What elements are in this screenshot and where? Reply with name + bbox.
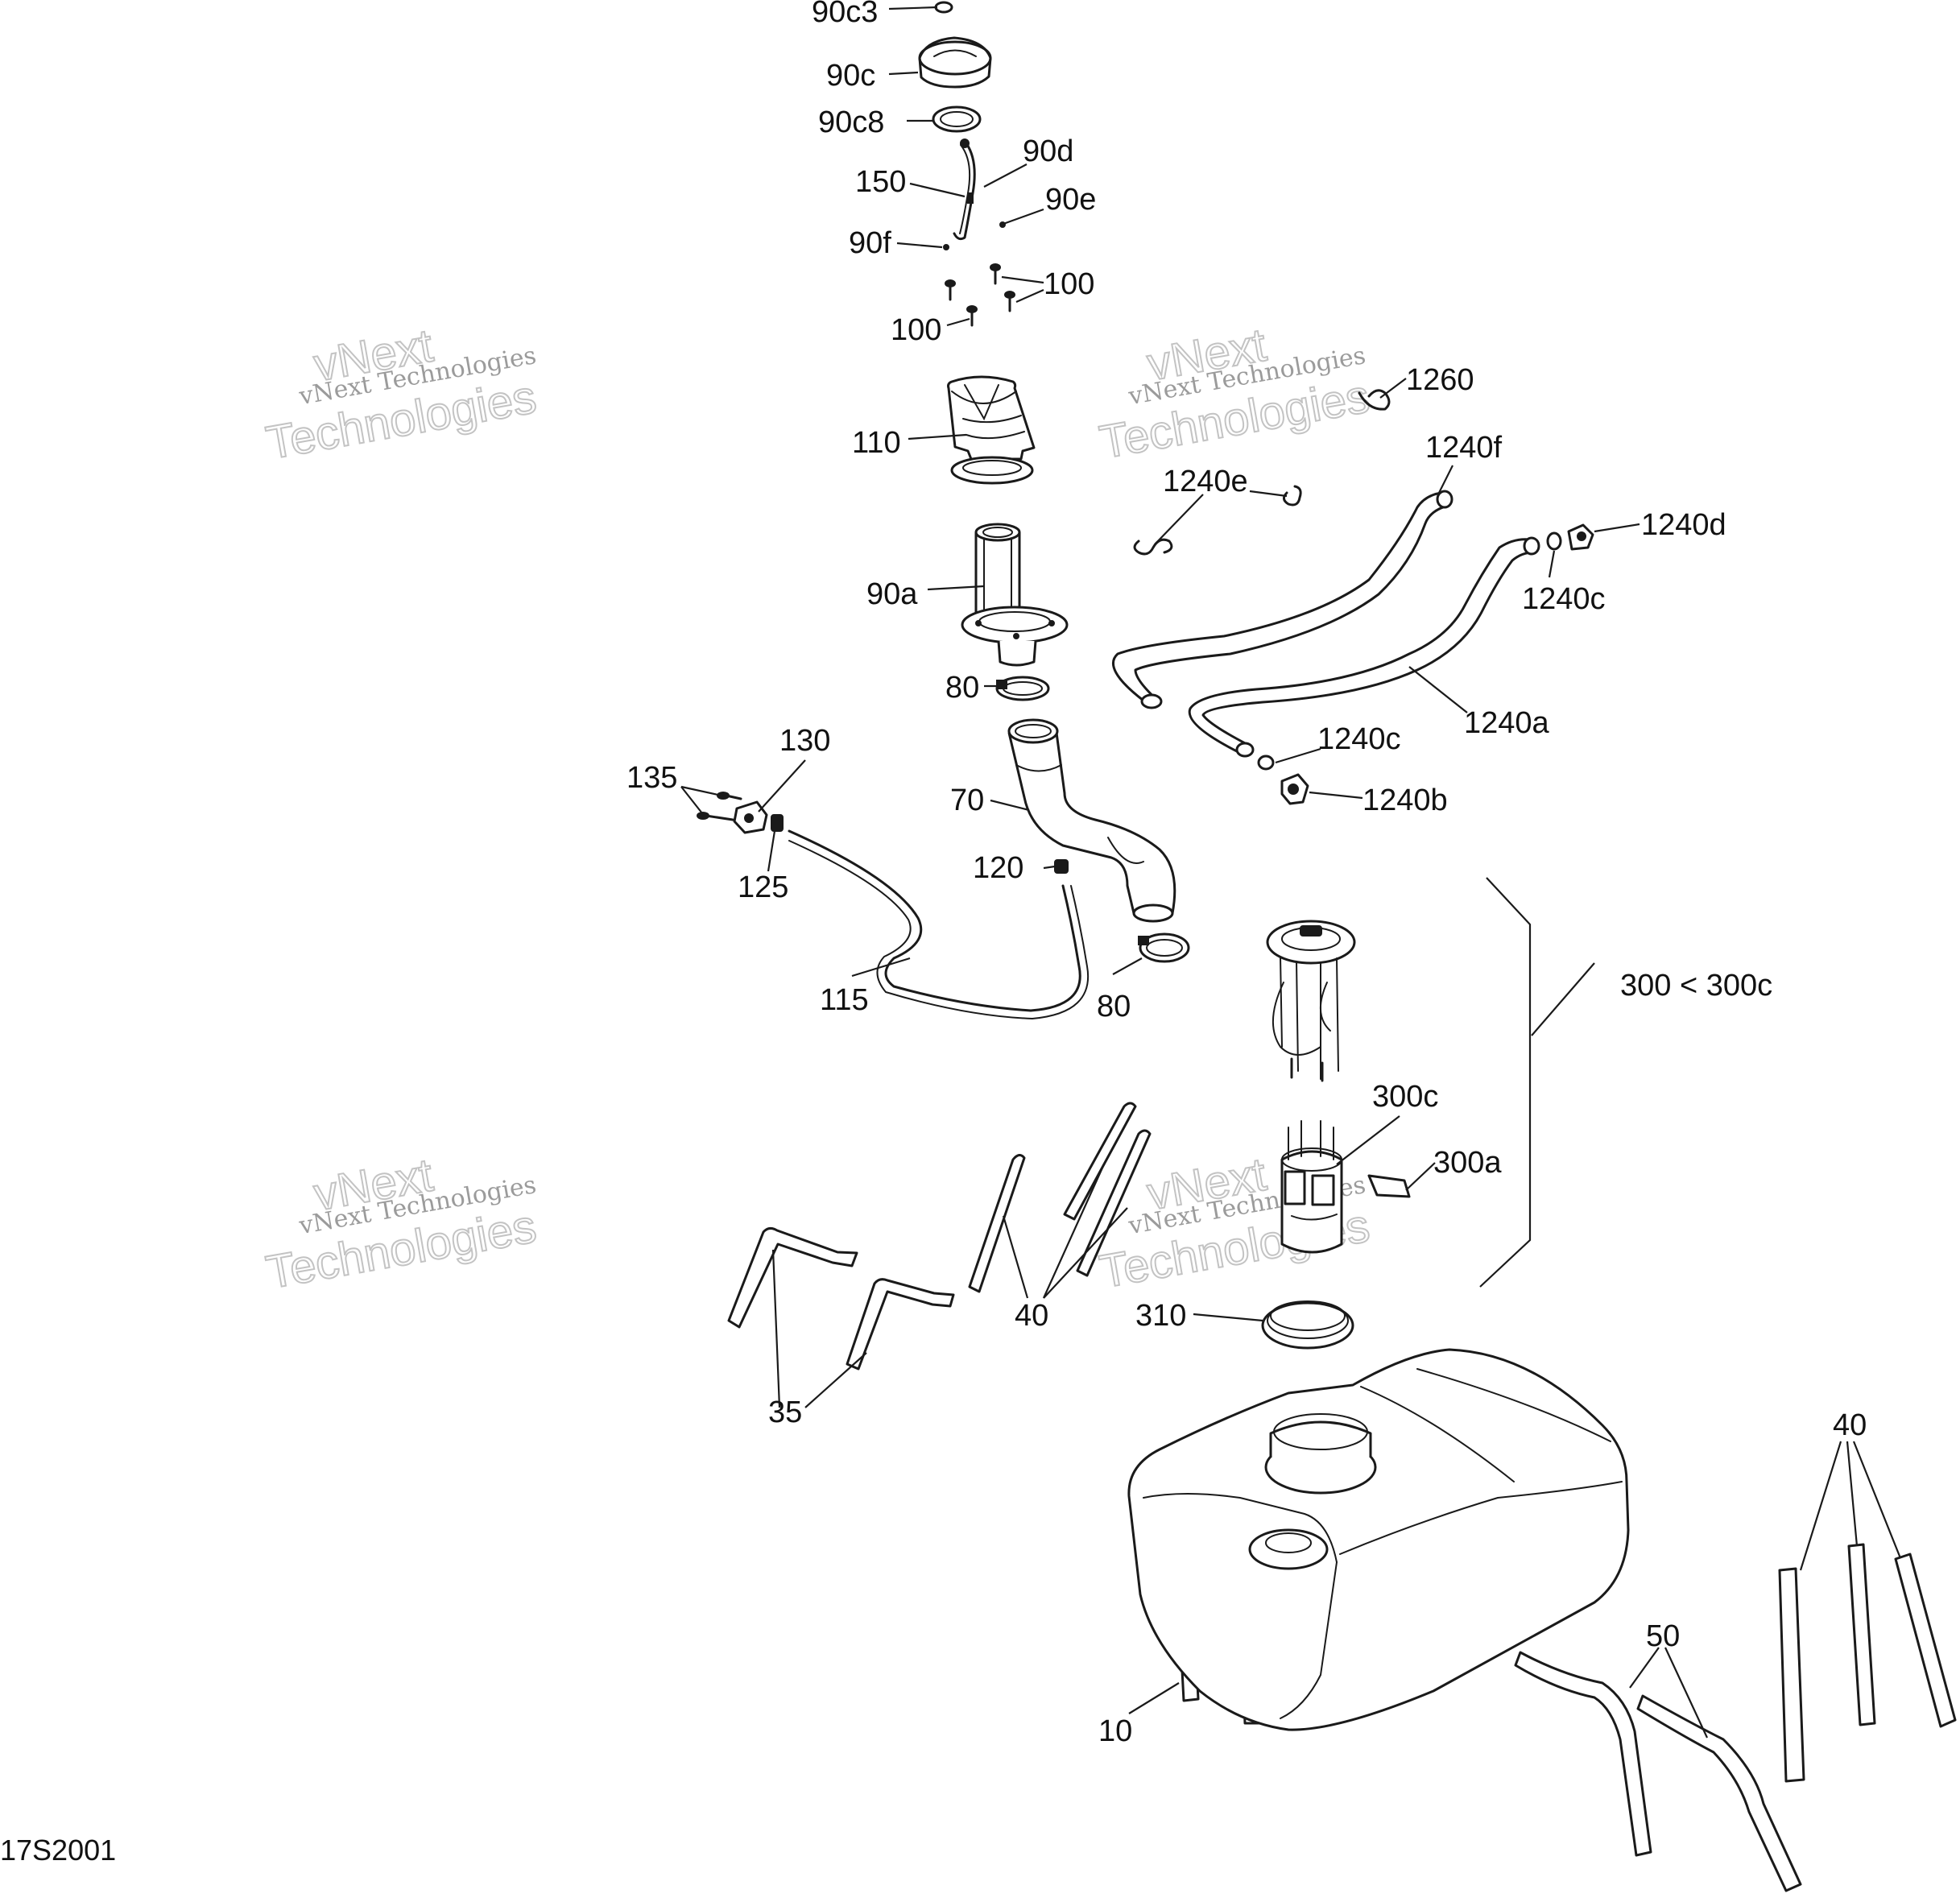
label-40-right: 40 bbox=[1833, 1408, 1867, 1442]
label-80-upper: 80 bbox=[945, 671, 979, 705]
part-80-clamp-lower bbox=[1138, 932, 1190, 963]
part-1260-clip bbox=[1358, 389, 1391, 411]
part-1240e-clips bbox=[1133, 485, 1302, 556]
part-300a-filter bbox=[1367, 1174, 1411, 1198]
label-1240a: 1240a bbox=[1464, 706, 1550, 740]
label-80-lower: 80 bbox=[1097, 990, 1131, 1023]
part-310-ring bbox=[1261, 1300, 1354, 1350]
part-50-strap-1 bbox=[1514, 1651, 1652, 1857]
label-1240b: 1240b bbox=[1362, 784, 1448, 817]
part-125-fitting bbox=[771, 814, 784, 832]
label-135: 135 bbox=[626, 761, 677, 795]
part-1240d-fitting bbox=[1567, 523, 1594, 551]
part-150-clip bbox=[967, 192, 974, 204]
label-70: 70 bbox=[950, 784, 984, 817]
label-1240d: 1240d bbox=[1641, 508, 1726, 542]
part-90c-cap bbox=[918, 36, 992, 89]
label-1240e: 1240e bbox=[1163, 465, 1248, 498]
label-90c3: 90c3 bbox=[812, 0, 878, 29]
part-130-vent-valve bbox=[733, 800, 768, 834]
part-35-strap-2 bbox=[846, 1278, 955, 1371]
label-90e: 90e bbox=[1045, 183, 1096, 217]
part-115-vent-hose bbox=[788, 829, 1090, 1020]
part-1240a-hose bbox=[1188, 536, 1540, 758]
label-150: 150 bbox=[855, 165, 906, 199]
label-10: 10 bbox=[1098, 1714, 1132, 1748]
part-40-strap-mid-1 bbox=[968, 1154, 1026, 1293]
label-90c8: 90c8 bbox=[818, 105, 884, 139]
part-90f-pin bbox=[943, 244, 949, 250]
label-90c: 90c bbox=[826, 59, 875, 93]
part-1240b-fitting bbox=[1280, 773, 1309, 805]
part-1240c-clamp-mid bbox=[1257, 755, 1275, 771]
part-35-strap-1 bbox=[727, 1226, 858, 1329]
label-100-left: 100 bbox=[891, 313, 941, 347]
part-90d-tether bbox=[953, 139, 976, 241]
leader-lines bbox=[680, 6, 1902, 1739]
label-120: 120 bbox=[973, 851, 1023, 885]
part-90c3-screw bbox=[934, 1, 953, 14]
label-100-right: 100 bbox=[1044, 267, 1094, 301]
label-1240c-top: 1240c bbox=[1522, 582, 1606, 616]
part-110-filler-housing bbox=[947, 375, 1036, 485]
label-50: 50 bbox=[1646, 1619, 1680, 1653]
label-1240f: 1240f bbox=[1425, 431, 1503, 465]
part-50-strap-2 bbox=[1636, 1694, 1802, 1892]
label-90f: 90f bbox=[849, 226, 891, 260]
part-90a-filler-tube bbox=[961, 523, 1069, 667]
label-1260: 1260 bbox=[1406, 363, 1474, 397]
label-40-mid: 40 bbox=[1015, 1299, 1048, 1333]
label-115: 115 bbox=[820, 983, 869, 1017]
label-110: 110 bbox=[852, 426, 901, 460]
part-90c8-gasket bbox=[932, 105, 982, 133]
diagram-reference-code: 17S2001 bbox=[0, 1834, 116, 1867]
part-40-strap-mid-3 bbox=[1076, 1129, 1152, 1277]
part-300-fuel-pump bbox=[1266, 920, 1356, 1082]
part-300c-pump-body bbox=[1280, 1120, 1343, 1254]
label-1240c-mid: 1240c bbox=[1317, 722, 1401, 756]
part-40-strap-far-right bbox=[1778, 1543, 1957, 1783]
part-120-cap bbox=[1054, 859, 1069, 874]
part-80-clamp-upper bbox=[995, 676, 1050, 701]
label-130: 130 bbox=[779, 724, 830, 758]
label-310: 310 bbox=[1135, 1299, 1186, 1333]
part-70-filler-hose bbox=[1007, 718, 1176, 923]
part-1240c-clamp-top bbox=[1546, 531, 1562, 551]
part-100-screws bbox=[945, 263, 1015, 327]
label-125: 125 bbox=[738, 870, 788, 904]
bracket-300 bbox=[1479, 877, 1532, 1288]
part-10-fuel-tank bbox=[1127, 1348, 1630, 1731]
label-35: 35 bbox=[768, 1395, 802, 1429]
part-40-strap-mid-2 bbox=[1063, 1102, 1137, 1221]
part-1240f-hose bbox=[1111, 490, 1453, 709]
label-300a: 300a bbox=[1433, 1146, 1502, 1180]
callout-labels: 90c3 90c 90c8 90d 150 90e 90f 100 100 12… bbox=[0, 0, 1867, 1867]
label-90d: 90d bbox=[1023, 134, 1073, 168]
label-300-range: 300 < 300c bbox=[1620, 969, 1772, 1003]
label-90a: 90a bbox=[866, 577, 918, 611]
label-300c: 300c bbox=[1372, 1080, 1438, 1114]
watermark-group: vNext vNext Technologies Technologies vN… bbox=[262, 318, 1375, 1300]
